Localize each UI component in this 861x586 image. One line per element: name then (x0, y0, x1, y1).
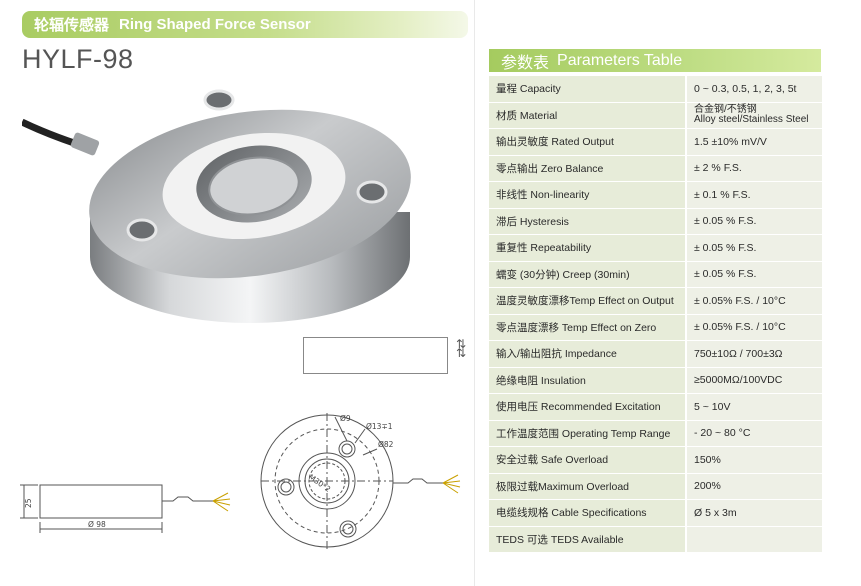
dim-thread: M30*2 (307, 472, 332, 494)
param-label: 材质 Material (489, 102, 685, 129)
param-label: 输出灵敏度 Rated Output (489, 129, 685, 156)
param-value: - 20 ~ 80 °C (685, 420, 822, 447)
params-title-cn: 参数表 (501, 54, 550, 72)
product-title-en: Ring Shaped Force Sensor (119, 16, 311, 33)
note-box (303, 337, 448, 374)
param-label: 量程 Capacity (489, 76, 685, 103)
product-title-bar: 轮辐传感器 Ring Shaped Force Sensor (22, 11, 468, 38)
dim-counterbore: Ø13∓1 (366, 422, 393, 431)
param-value: ± 0.05 % F.S. (685, 208, 822, 235)
dim-height: 25 (24, 498, 33, 508)
model-number: HYLF-98 (22, 44, 134, 74)
param-label: 零点输出 Zero Balance (489, 155, 685, 182)
table-row: 零点温度漂移 Temp Effect on Zero± 0.05% F.S. /… (489, 314, 822, 341)
param-value: 200% (685, 473, 822, 500)
param-value: 5 ~ 10V (685, 394, 822, 421)
param-value-line2: Alloy steel/Stainless Steel (694, 114, 809, 126)
param-label: 温度灵敏度漂移Temp Effect on Output (489, 288, 685, 315)
param-value: ≥5000MΩ/100VDC (685, 367, 822, 394)
dim-pitch-circle: Ø82 (378, 440, 394, 449)
param-value: ± 0.05 % F.S. (685, 235, 822, 262)
table-row: 非线性 Non-linearity± 0.1 % F.S. (489, 182, 822, 209)
param-label: 使用电压 Recommended Excitation (489, 394, 685, 421)
param-value: ± 0.05% F.S. / 10°C (685, 314, 822, 341)
table-row: 零点输出 Zero Balance± 2 % F.S. (489, 155, 822, 182)
param-value (685, 526, 822, 553)
sensor-photo (22, 89, 411, 323)
param-label: 零点温度漂移 Temp Effect on Zero (489, 314, 685, 341)
param-value: 0 ~ 0.3, 0.5, 1, 2, 3, 5t (685, 76, 822, 103)
param-label: 工作温度范围 Operating Temp Range (489, 420, 685, 447)
param-label: 极限过载Maximum Overload (489, 473, 685, 500)
table-row: 蠕变 (30分钟) Creep (30min)± 0.05 % F.S. (489, 261, 822, 288)
column-divider (474, 0, 475, 586)
param-value: 150% (685, 447, 822, 474)
table-row: 绝缘电阻 Insulation≥5000MΩ/100VDC (489, 367, 822, 394)
param-label: 绝缘电阻 Insulation (489, 367, 685, 394)
param-label: 滞后 Hysteresis (489, 208, 685, 235)
param-value: ± 0.1 % F.S. (685, 182, 822, 209)
param-label: 安全过载 Safe Overload (489, 447, 685, 474)
dim-hole: Ø9 (340, 414, 351, 423)
product-title-cn: 轮辐传感器 (34, 17, 110, 34)
param-value: ± 0.05 % F.S. (685, 261, 822, 288)
table-row: TEDS 可选 TEDS Available (489, 526, 822, 553)
table-row: 温度灵敏度漂移Temp Effect on Output± 0.05% F.S.… (489, 288, 822, 315)
arrows-icon: ⇅⇅ (456, 337, 467, 360)
param-label: 输入/输出阻抗 Impedance (489, 341, 685, 368)
param-value: ± 2 % F.S. (685, 155, 822, 182)
dimension-drawing: 25 Ø 98 Ø9 Ø13∓1 Ø82 M30*2 (20, 413, 461, 549)
param-value: ± 0.05% F.S. / 10°C (685, 288, 822, 315)
table-row: 滞后 Hysteresis± 0.05 % F.S. (489, 208, 822, 235)
param-label: 蠕变 (30分钟) Creep (30min) (489, 261, 685, 288)
param-value-line1: 合金钢/不锈钢 (694, 104, 757, 116)
param-value: 750±10Ω / 700±3Ω (685, 341, 822, 368)
params-title-en: Parameters Table (557, 51, 683, 69)
dim-diameter: Ø 98 (88, 520, 106, 529)
params-title-bar: 参数表 Parameters Table (489, 49, 821, 72)
table-row: 重复性 Repeatability± 0.05 % F.S. (489, 235, 822, 262)
param-label: 重复性 Repeatability (489, 235, 685, 262)
table-row: 工作温度范围 Operating Temp Range- 20 ~ 80 °C (489, 420, 822, 447)
param-value: Ø 5 x 3m (685, 500, 822, 527)
param-label: TEDS 可选 TEDS Available (489, 526, 685, 553)
param-label: 电缆线规格 Cable Specifications (489, 500, 685, 527)
param-label: 非线性 Non-linearity (489, 182, 685, 209)
param-value: 1.5 ±10% mV/V (685, 129, 822, 156)
